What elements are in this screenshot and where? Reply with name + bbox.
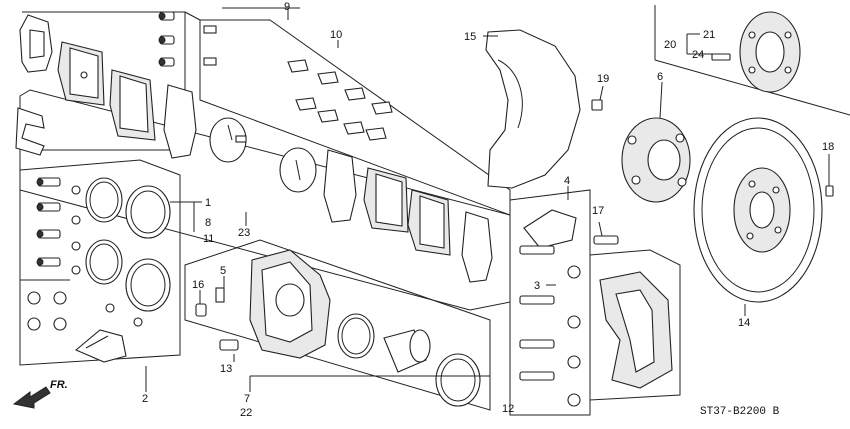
brake-pad-upper-2 <box>109 69 156 141</box>
pad-shim-right <box>461 211 493 283</box>
callout-8: 8 <box>205 217 211 229</box>
piston <box>383 329 431 373</box>
callout-24: 24 <box>692 49 704 61</box>
callout-11: 11 <box>203 233 214 245</box>
direction-label: FR. <box>50 379 68 391</box>
callout-18: 18 <box>822 141 834 153</box>
callout-5: 5 <box>220 265 226 277</box>
anti-rattle-clip-left <box>15 107 45 156</box>
dust-seal <box>435 353 481 407</box>
callout-12: 12 <box>502 403 514 415</box>
callout-7: 7 <box>244 393 250 405</box>
callout-10: 10 <box>330 29 342 41</box>
wear-indicator-middle <box>279 147 317 193</box>
hub-flange <box>621 117 691 203</box>
bleeder-screw-16 <box>195 303 207 317</box>
callout-6: 6 <box>657 71 663 83</box>
caliper-mounting-bolts <box>519 245 581 407</box>
caliper-bracket <box>599 271 673 389</box>
forward-arrow-icon <box>12 386 51 409</box>
callout-14: 14 <box>738 317 750 329</box>
callout-20: 20 <box>664 39 676 51</box>
wear-indicator-upper <box>209 117 247 163</box>
pad-set-frame-upper-left <box>22 11 201 151</box>
pad-clips-set <box>203 25 393 141</box>
bleeder-bolts <box>36 177 61 267</box>
piston-seal-ring <box>337 313 375 359</box>
splash-shield <box>485 29 581 189</box>
callout-17: 17 <box>592 205 604 217</box>
callout-1: 1 <box>205 197 211 209</box>
brake-pad-middle-2 <box>407 189 451 256</box>
diagram-code: ST37-B2200 B <box>700 406 780 418</box>
leader-lines <box>145 7 830 392</box>
pad-shim-middle <box>323 149 357 223</box>
callout-15: 15 <box>464 31 476 43</box>
caliper-body <box>249 249 331 359</box>
callout-23: 23 <box>238 227 250 239</box>
brake-pad-middle-1 <box>363 167 409 233</box>
screw-18 <box>825 185 834 197</box>
pad-shim-upper-right <box>163 84 197 159</box>
callout-21: 21 <box>703 29 715 41</box>
brake-disc <box>693 117 823 303</box>
forward-arrow: FR. <box>12 379 68 409</box>
callout-16: 16 <box>192 279 204 291</box>
pad-shim-upper-left <box>19 14 53 73</box>
callout-3: 3 <box>534 280 540 292</box>
caliper-pin-5 <box>215 287 225 303</box>
callout-4: 4 <box>564 175 570 187</box>
grease-packet <box>74 329 127 363</box>
bracket-bolt-frame <box>509 189 681 416</box>
pin-boots <box>27 291 143 331</box>
piston-seals <box>85 177 171 312</box>
callout-13: 13 <box>220 363 232 375</box>
seal-kit-frame <box>19 159 181 366</box>
callout-2: 2 <box>142 393 148 405</box>
caliper-bolt-13 <box>219 339 239 351</box>
callout-labels: 1 8 11 23 9 10 15 19 6 4 3 17 14 18 20 2… <box>142 1 834 419</box>
bracket-bolt-17 <box>593 235 619 245</box>
hub-assembly-frame <box>654 5 850 116</box>
hub-bearing-assembly <box>711 11 801 93</box>
pad-grease-packet-4 <box>523 209 577 249</box>
pad-retaining-bolts-upper <box>158 11 175 67</box>
callout-9: 9 <box>284 1 290 13</box>
brake-pad-upper-1 <box>57 41 105 106</box>
screw-19 <box>591 99 603 111</box>
caliper-assembly-frame <box>184 239 491 411</box>
small-caps <box>71 185 81 275</box>
callout-19: 19 <box>597 73 609 85</box>
callout-22: 22 <box>240 407 252 419</box>
